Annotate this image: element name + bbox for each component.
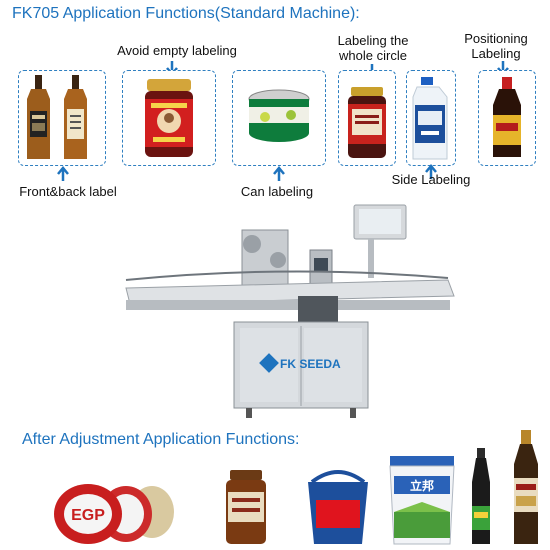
card-front-back [18,70,106,166]
honey-jar-image [226,470,266,544]
egp-tins: EGP [52,468,182,546]
labeling-machine-image: FK SEEDA [125,204,455,418]
arrow-up-icon [271,166,287,182]
brand-text: FK SEEDA [280,357,341,371]
arrow-up-icon [55,166,71,182]
labeling-machine: FK SEEDA [118,200,458,420]
oyster-sauce-bottle [508,428,544,546]
red-bucket-image [308,470,368,544]
red-bucket [304,464,372,546]
whisky-bottles-image [27,75,87,159]
paint-bucket-image: 立邦 [389,456,455,545]
label-can: Can labeling [240,184,314,199]
page-title: FK705 Application Functions(Standard Mac… [12,5,360,22]
soy-bottle-image [493,77,521,157]
label-front-back: Front&back label [19,184,117,199]
jug-image [412,77,448,160]
label-side: Side Labeling [391,172,471,187]
soy-bottle-small-image [472,448,490,544]
sauce-jar-image [145,79,193,157]
card-side [406,70,456,166]
section-title: After Adjustment Application Functions: [22,431,300,448]
egp-text: EGP [71,507,105,524]
card-avoid-empty [122,70,216,166]
can-image [248,89,310,142]
label-whole-circle: Labeling the whole circle [337,33,409,63]
card-can [232,70,326,166]
egp-tins-image: EGP [54,484,174,544]
label-positioning: Positioning Labeling [464,31,528,61]
arrow-up-icon [423,164,439,180]
card-positioning [478,70,536,166]
oyster-sauce-bottle-image [514,430,538,544]
soy-bottle-small [466,446,496,546]
card-whole-circle [338,70,396,166]
label-avoid-empty: Avoid empty labeling [117,43,237,58]
honey-jar [222,468,270,546]
bucket-brand-text: 立邦 [410,478,434,493]
jar-image [348,87,386,158]
paint-bucket: 立邦 [386,452,458,546]
